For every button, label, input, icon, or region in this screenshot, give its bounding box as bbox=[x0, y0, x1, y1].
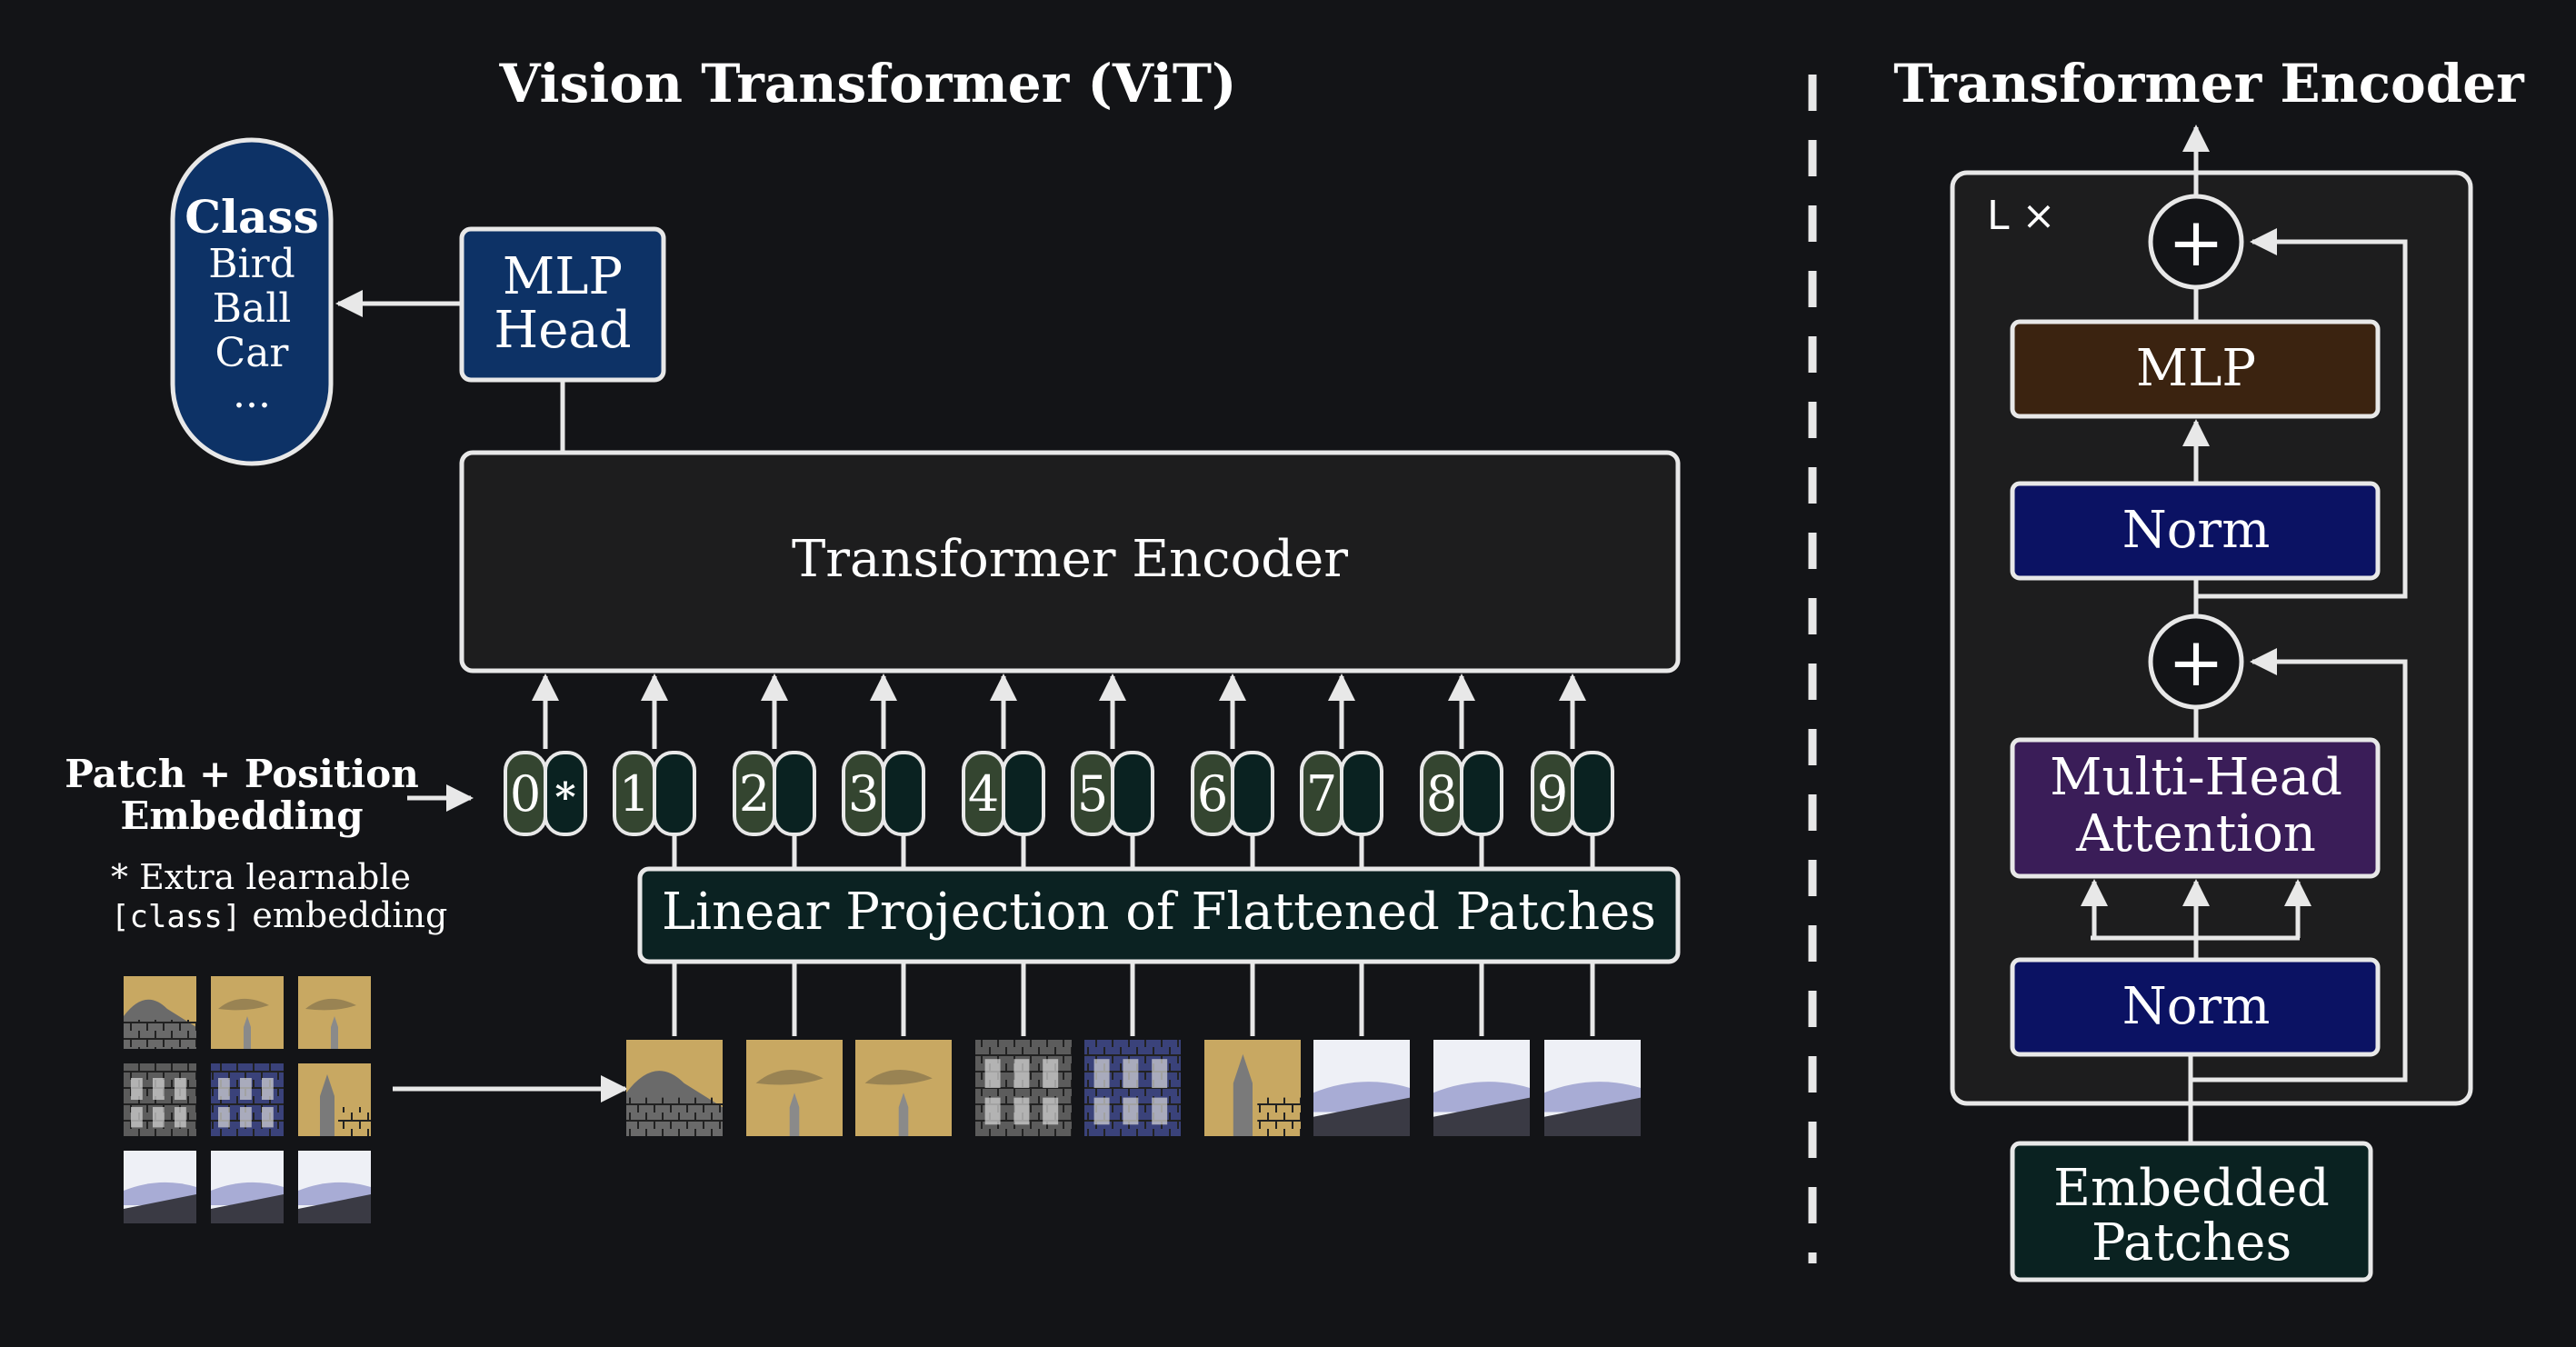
token-4: 4 bbox=[962, 751, 1045, 836]
grid-patch bbox=[211, 1151, 284, 1223]
patch-embedding bbox=[882, 751, 925, 836]
transformer-encoder-box: Transformer Encoder bbox=[459, 450, 1681, 674]
token-0: 0* bbox=[504, 751, 587, 836]
flattened-patch-sequence bbox=[626, 1040, 1641, 1136]
patch-embedding bbox=[653, 751, 696, 836]
token-1: 1 bbox=[613, 751, 696, 836]
token-9: 9 bbox=[1531, 751, 1614, 836]
plus-icon: + bbox=[2168, 204, 2224, 282]
norm-label-bottom: Norm bbox=[2122, 977, 2271, 1036]
sequence-patch bbox=[1084, 1040, 1181, 1136]
token-index: 5 bbox=[1077, 765, 1108, 823]
token-5: 5 bbox=[1071, 751, 1154, 836]
grid-patch bbox=[298, 976, 371, 1049]
token-index: 9 bbox=[1537, 765, 1568, 823]
embedded-patches-box: Embedded Patches bbox=[2010, 1141, 2373, 1282]
plus-icon: + bbox=[2168, 624, 2224, 702]
patch-embedding bbox=[544, 751, 587, 836]
embedded-label-1: Embedded bbox=[2053, 1159, 2330, 1218]
mlp-head-line2: Head bbox=[494, 301, 631, 360]
grid-patch bbox=[124, 1151, 196, 1223]
sequence-patch bbox=[626, 1040, 723, 1136]
extra-note-line2: [class] embedding bbox=[111, 895, 447, 935]
norm-label-top: Norm bbox=[2122, 501, 2271, 560]
token-8: 8 bbox=[1420, 751, 1503, 836]
patch-position-label-1: Patch + Position bbox=[65, 752, 419, 796]
class-output-box: Class Bird Ball Car ... bbox=[170, 137, 334, 466]
class-item: Car bbox=[215, 330, 290, 376]
patch-embedding bbox=[1231, 751, 1274, 836]
patch-position-label-2: Embedding bbox=[120, 793, 363, 838]
encoder-detail-title: Transformer Encoder bbox=[1893, 53, 2525, 115]
residual-path-bottom bbox=[2191, 648, 2408, 1083]
repeat-label: L × bbox=[1987, 193, 2055, 239]
token-index: 7 bbox=[1306, 765, 1337, 823]
vit-title: Vision Transformer (ViT) bbox=[499, 53, 1237, 115]
patch-embedding bbox=[1571, 751, 1614, 836]
sequence-patch bbox=[746, 1040, 843, 1136]
grid-patch bbox=[298, 1151, 371, 1223]
mlp-head-box: MLP Head bbox=[459, 226, 666, 383]
extra-note-line1: * Extra learnable bbox=[111, 857, 411, 897]
attention-label-2: Attention bbox=[2075, 804, 2316, 863]
token-7: 7 bbox=[1300, 751, 1383, 836]
projection-label: Linear Projection of Flattened Patches bbox=[662, 883, 1656, 942]
sequence-patch bbox=[1313, 1040, 1410, 1136]
grid-patch bbox=[298, 1063, 371, 1136]
embedded-label-2: Patches bbox=[2092, 1213, 2291, 1272]
grid-patch bbox=[124, 976, 196, 1049]
linear-projection-box: Linear Projection of Flattened Patches bbox=[637, 866, 1681, 964]
encoder-label: Transformer Encoder bbox=[792, 530, 1348, 589]
class-token-marker: * bbox=[554, 774, 575, 821]
residual-add-middle: + bbox=[2148, 614, 2244, 710]
class-item: Ball bbox=[213, 285, 292, 332]
patch-embedding bbox=[1340, 751, 1383, 836]
sequence-patch bbox=[1544, 1040, 1641, 1136]
norm-box-top: Norm bbox=[2010, 481, 2381, 581]
token-3: 3 bbox=[842, 751, 925, 836]
mlp-head-line1: MLP bbox=[503, 247, 623, 306]
class-item: Bird bbox=[208, 241, 295, 287]
grid-patch bbox=[211, 976, 284, 1049]
residual-path-top bbox=[2196, 228, 2408, 599]
norm-box-bottom: Norm bbox=[2010, 957, 2381, 1057]
token-index: 3 bbox=[848, 765, 879, 823]
class-item: ... bbox=[233, 371, 271, 417]
token-arrows bbox=[532, 674, 1586, 749]
mlp-box: MLP bbox=[2010, 319, 2381, 419]
token-index: 1 bbox=[619, 765, 650, 823]
sequence-patch bbox=[855, 1040, 952, 1136]
token-index: 4 bbox=[968, 765, 999, 823]
residual-add-top: + bbox=[2148, 194, 2244, 290]
mlp-label: MLP bbox=[2136, 339, 2256, 398]
grid-patch bbox=[211, 1063, 284, 1136]
patch-embedding bbox=[1111, 751, 1154, 836]
token-2: 2 bbox=[733, 751, 816, 836]
multi-head-attention-box: Multi-Head Attention bbox=[2010, 737, 2381, 879]
token-index: 2 bbox=[739, 765, 770, 823]
token-index: 6 bbox=[1197, 765, 1228, 823]
sequence-patch bbox=[1204, 1040, 1301, 1136]
patch-embedding bbox=[773, 751, 816, 836]
patch-embedding bbox=[1002, 751, 1045, 836]
class-heading: Class bbox=[185, 190, 319, 244]
attention-label-1: Multi-Head bbox=[2050, 748, 2342, 807]
grid-patch bbox=[124, 1063, 196, 1136]
token-6: 6 bbox=[1191, 751, 1274, 836]
token-index: 0 bbox=[510, 765, 541, 823]
token-index: 8 bbox=[1426, 765, 1457, 823]
image-patch-grid bbox=[124, 976, 371, 1223]
patch-lines bbox=[672, 836, 1595, 1036]
patch-embedding bbox=[1460, 751, 1503, 836]
sequence-patch bbox=[1433, 1040, 1530, 1136]
sequence-patch bbox=[975, 1040, 1072, 1136]
